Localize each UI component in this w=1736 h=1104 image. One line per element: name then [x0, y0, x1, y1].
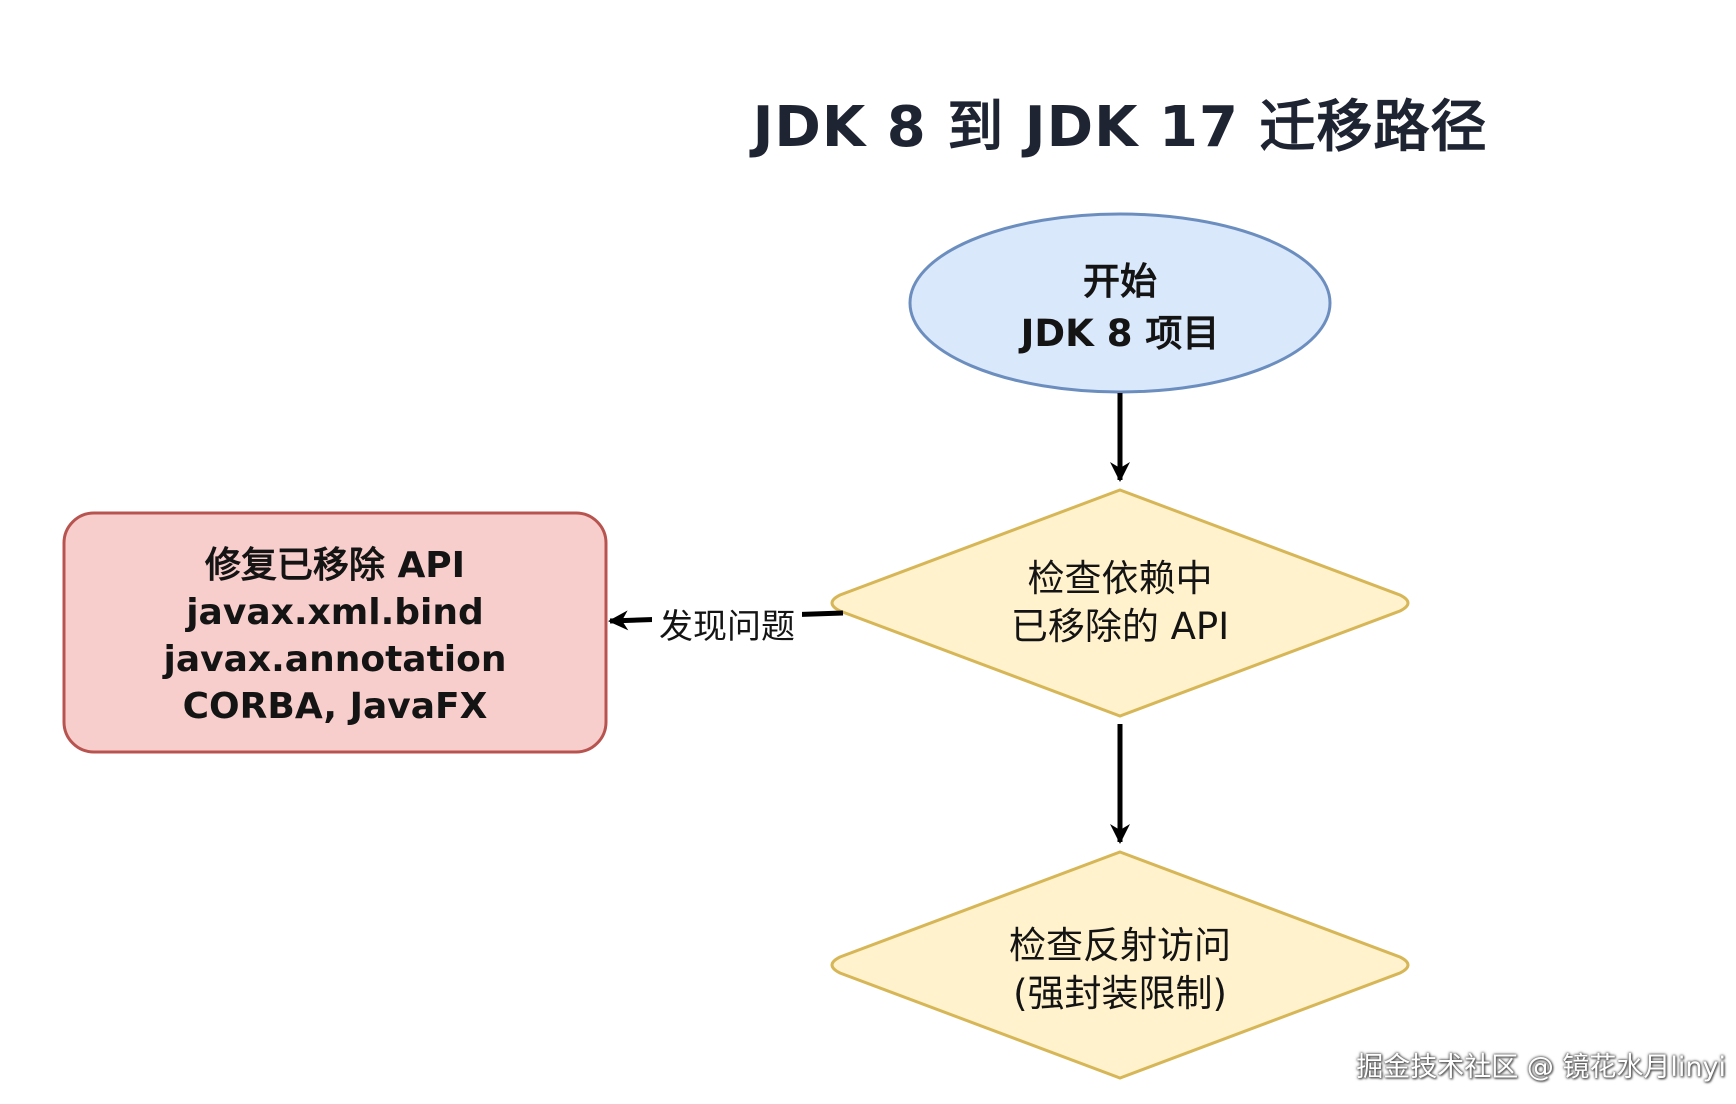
check-removed-api-line-2: 已移除的 API	[1010, 605, 1230, 648]
fix-line-3: javax.annotation	[163, 639, 507, 680]
check-removed-api-line-1: 检查依赖中	[1027, 557, 1213, 600]
fix-line-4: CORBA, JavaFX	[182, 686, 488, 727]
start-node[interactable]	[908, 212, 1332, 394]
diagram-title: JDK 8 到 JDK 17 迁移路径	[752, 95, 1488, 160]
start-line-2: JDK 8 项目	[1020, 312, 1220, 355]
fix-line-2: javax.xml.bind	[186, 592, 484, 633]
check-reflection-line-1: 检查反射访问	[1009, 924, 1231, 967]
fix-line-1: 修复已移除 API	[204, 545, 466, 586]
check-removed-api-node[interactable]	[830, 488, 1410, 718]
check-reflection-label: 检查反射访问 (强封装限制)	[900, 915, 1340, 1025]
check-reflection-line-2: (强封装限制)	[1013, 972, 1227, 1015]
fix-removed-api-label: 修复已移除 API javax.xml.bind javax.annotatio…	[64, 520, 606, 752]
check-removed-api-label: 检查依赖中 已移除的 API	[900, 548, 1340, 658]
found-issue-edge-label: 发现问题	[652, 600, 802, 647]
start-line-1: 开始	[1083, 260, 1157, 303]
check-reflection-node[interactable]	[830, 850, 1410, 1080]
watermark: 掘金技术社区 @ 镜花水月linyi	[1356, 1052, 1726, 1083]
start-node-label: 开始 JDK 8 项目	[910, 238, 1330, 378]
fix-removed-api-node[interactable]	[62, 511, 608, 754]
